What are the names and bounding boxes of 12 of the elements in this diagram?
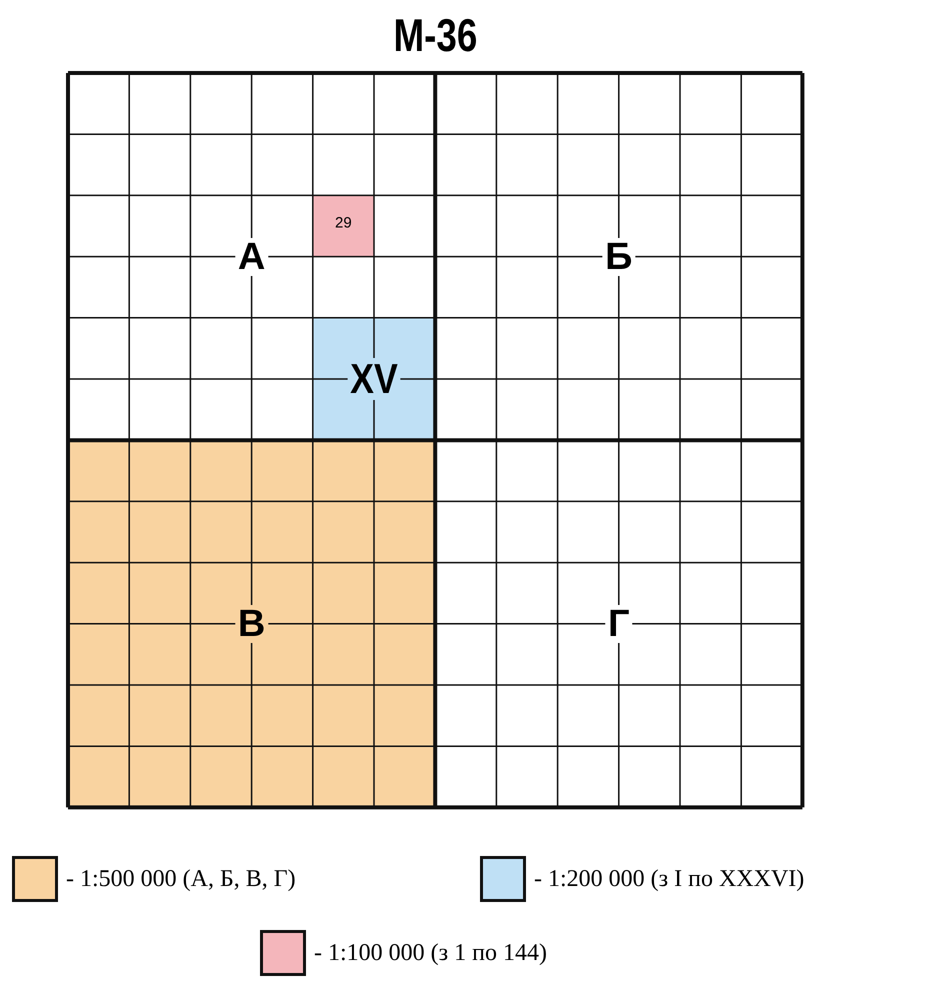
quadrant-letter: А: [234, 238, 268, 276]
legend-text: - 1:200 000 (з I по XXXVI): [534, 866, 804, 892]
legend-text: - 1:500 000 (А, Б, В, Г): [66, 866, 296, 892]
sheet-title: М-36: [393, 8, 478, 62]
quadrant-letter: В: [234, 604, 268, 643]
quadrant-letter: Б: [602, 238, 636, 276]
map-cell: [312, 195, 374, 257]
quadrant-letter: Г: [605, 604, 633, 643]
map-quadrant: [68, 440, 436, 808]
legend-text: - 1:100 000 (з 1 по 144): [314, 940, 547, 966]
sheet-number: XV: [348, 358, 400, 400]
map-cell: [312, 318, 436, 440]
